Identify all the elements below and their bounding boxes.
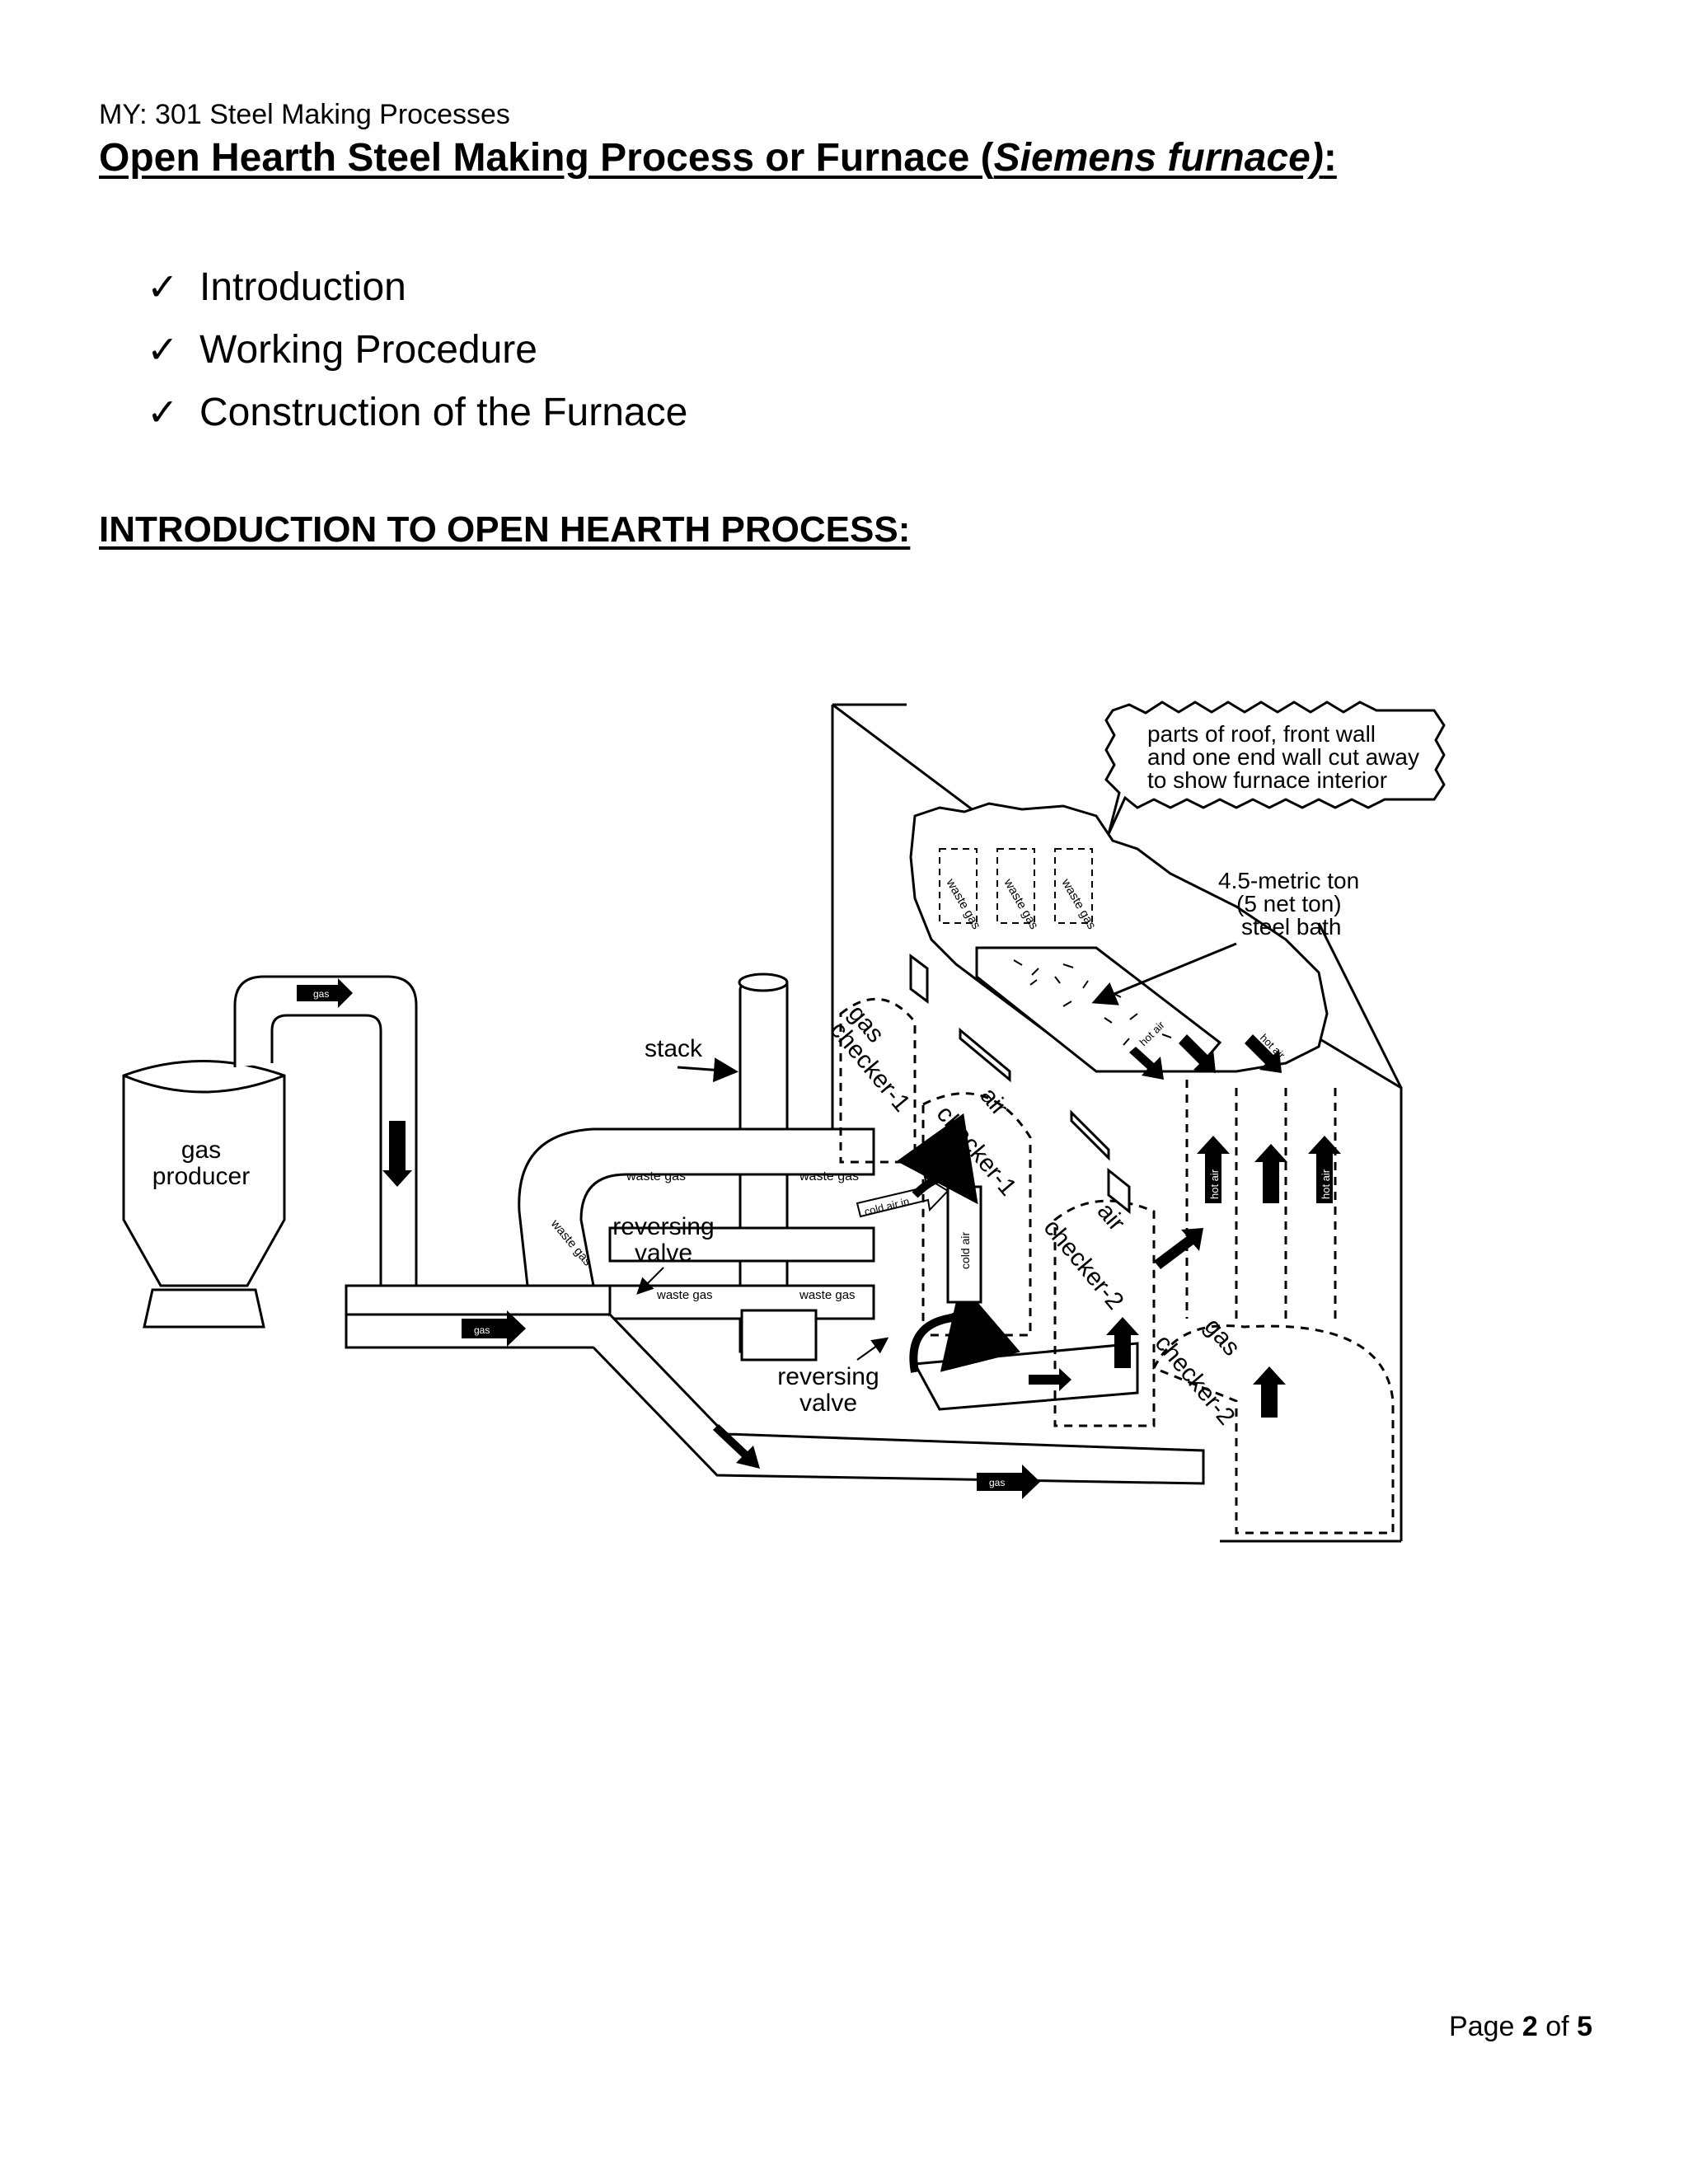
checklist-label: Working Procedure	[199, 328, 537, 372]
waste-gas-curved-duct	[518, 1127, 875, 1287]
footer-of: of	[1537, 2011, 1578, 2042]
bath-label-2: (5 net ton)	[1236, 891, 1342, 916]
air-flow-arrow	[1029, 1368, 1071, 1391]
air-checker-1-label-1: air	[975, 1082, 1014, 1121]
roof-ports	[939, 848, 1093, 924]
cold-air-column	[946, 1185, 982, 1304]
section-heading: INTRODUCTION TO OPEN HEARTH PROCESS:	[99, 509, 911, 550]
gas-flow-arrow-1: gas	[297, 978, 353, 1008]
waste-gas-label: waste gas	[656, 1288, 713, 1302]
cold-air-curl-arrow	[896, 1113, 978, 1205]
svg-text:gas: gas	[989, 1477, 1005, 1488]
title-italic: Siemens furnace)	[993, 136, 1324, 180]
long-gas-duct	[592, 1313, 1205, 1485]
gas-producer-label-1: gas	[181, 1137, 221, 1164]
hot-air-arrow-up-2: hot air	[1308, 1136, 1341, 1203]
reversing-valve-pointer	[636, 1267, 664, 1295]
gas-arrow-up-1	[1254, 1144, 1287, 1203]
stack-label: stack	[645, 1035, 703, 1062]
gas-flow-arrow-2	[382, 1121, 412, 1187]
gas-arrow-up-2	[1106, 1317, 1139, 1368]
checkmark-icon: ✓	[147, 328, 179, 371]
checklist-label: Introduction	[199, 265, 406, 309]
current-page: 2	[1522, 2011, 1538, 2042]
bath-label-3: steel bath	[1241, 914, 1341, 940]
callout-line-2: and one end wall cut away	[1147, 744, 1419, 770]
hot-air-arrow-up-1: hot air	[1197, 1136, 1230, 1203]
svg-text:hot air: hot air	[1208, 1169, 1221, 1199]
gas-flow-arrow-4	[713, 1424, 760, 1469]
gas-producer-vessel	[122, 1060, 286, 1329]
reversing-valve-2-label-2: valve	[799, 1390, 857, 1417]
gas-flow-arrow-5: gas	[977, 1465, 1040, 1499]
checklist-item: ✓ Construction of the Furnace	[147, 381, 687, 443]
waste-gas-flue	[608, 1226, 875, 1263]
stack-top	[738, 972, 789, 992]
gas-duct-lower	[345, 1284, 612, 1316]
reversing-valve-label-2: valve	[635, 1240, 692, 1267]
footer-prefix: Page	[1449, 2011, 1522, 2042]
total-pages: 5	[1577, 2011, 1592, 2042]
gas-arrow-furnace	[1179, 1034, 1216, 1073]
page-title: Open Hearth Steel Making Process or Furn…	[99, 135, 1337, 180]
valve-curved-arrow	[909, 1282, 1020, 1373]
gas-checker-2-label-1: gas	[1199, 1313, 1245, 1361]
reversing-valve-2-pointer	[856, 1337, 889, 1361]
gas-arrow-up-3	[1253, 1366, 1286, 1418]
svg-text:gas: gas	[474, 1324, 490, 1336]
stack-base	[740, 1309, 818, 1361]
bath-label-1: 4.5-metric ton	[1218, 868, 1359, 893]
callout-box	[1104, 701, 1446, 835]
callout-line-1: parts of roof, front wall	[1147, 721, 1376, 747]
svg-text:hot air: hot air	[1320, 1169, 1332, 1199]
hot-air-arrow-diag	[1154, 1228, 1203, 1269]
checker-chambers	[839, 997, 1395, 1535]
wall-openings	[909, 954, 1131, 1215]
course-header: MY: 301 Steel Making Processes	[99, 99, 510, 130]
checkmark-icon: ✓	[147, 391, 179, 434]
stack-pointer-arrow	[677, 1057, 738, 1083]
waste-gas-label: waste gas	[799, 1169, 859, 1183]
svg-text:gas: gas	[313, 988, 329, 1000]
checklist-item: ✓ Working Procedure	[147, 318, 687, 381]
title-main: Open Hearth Steel Making Process or Furn…	[99, 136, 994, 180]
callout-line-3: to show furnace interior	[1147, 767, 1387, 793]
title-end: :	[1323, 136, 1337, 180]
reversing-valve-2-label-1: reversing	[777, 1363, 879, 1390]
checklist-label: Construction of the Furnace	[199, 391, 688, 434]
page-footer: Page 2 of 5	[1449, 2011, 1592, 2043]
air-inlet-box	[912, 1342, 1139, 1411]
waste-gas-label: waste gas	[799, 1288, 856, 1302]
checklist-item: ✓ Introduction	[147, 255, 687, 318]
gas-flow-arrow-3: gas	[462, 1310, 526, 1347]
reversing-valve-label-1: reversing	[612, 1213, 714, 1240]
cold-air-label: cold air	[959, 1232, 972, 1269]
waste-gas-label: waste gas	[626, 1169, 686, 1183]
bath-pointer-arrow	[1091, 942, 1237, 1005]
topic-checklist: ✓ Introduction ✓ Working Procedure ✓ Constr…	[147, 255, 687, 443]
checkmark-icon: ✓	[147, 265, 179, 308]
steel-bath	[975, 946, 1222, 1073]
gas-producer-label-2: producer	[152, 1163, 250, 1190]
